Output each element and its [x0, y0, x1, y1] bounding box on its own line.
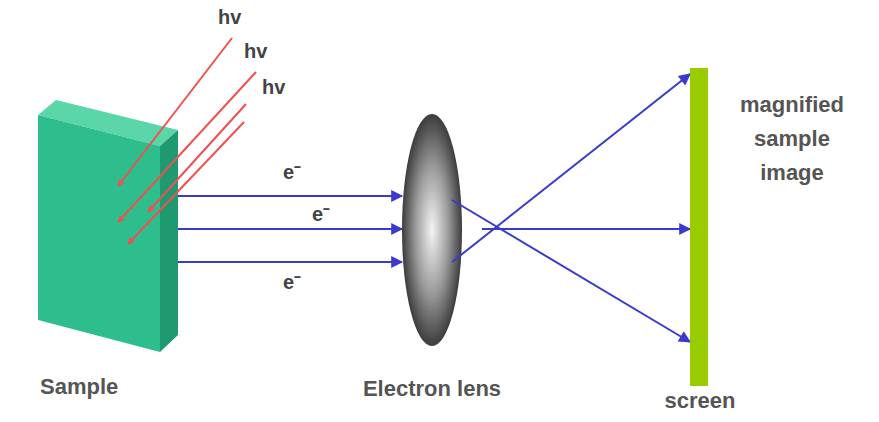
electron-label: e⁻: [283, 158, 301, 185]
photon-label: hv: [244, 40, 267, 63]
sample-label: Sample: [40, 374, 118, 400]
electron-arrow: [178, 228, 402, 230]
electron-lens: [402, 114, 462, 346]
electron-ray: [482, 228, 690, 230]
electron-arrow: [178, 261, 402, 263]
photon-arrow: [128, 122, 244, 244]
image-label: magnified sample image: [733, 88, 851, 190]
screen-label: screen: [665, 388, 736, 414]
sample-front-face: [38, 115, 160, 352]
electron-ray: [452, 74, 690, 262]
photon-label: hv: [218, 6, 241, 29]
sample-side-face: [160, 130, 178, 352]
screen-plate: [690, 68, 708, 386]
photon-arrow: [118, 72, 256, 222]
electron-label: e⁻: [283, 268, 301, 295]
electron-label: e⁻: [312, 200, 330, 227]
electron-ray: [452, 200, 690, 342]
electron-arrow: [178, 195, 402, 197]
photon-label: hv: [262, 76, 285, 99]
photon-arrow: [118, 38, 232, 186]
lens-label: Electron lens: [363, 376, 501, 402]
